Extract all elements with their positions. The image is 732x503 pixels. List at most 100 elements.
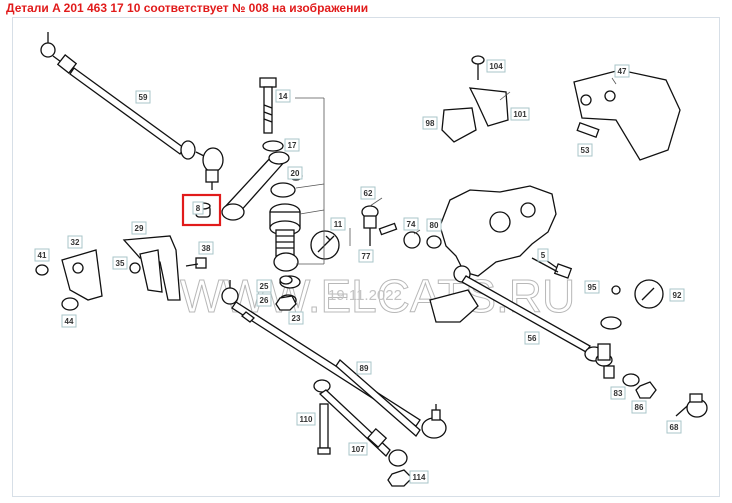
callout-number: 83 bbox=[614, 389, 623, 398]
callout-number: 101 bbox=[513, 110, 527, 119]
callout-number: 8 bbox=[196, 204, 201, 213]
callout-number: 56 bbox=[528, 334, 537, 343]
callout-number: 29 bbox=[135, 224, 144, 233]
callout-80[interactable]: 80 bbox=[426, 218, 442, 232]
callout-number: 5 bbox=[541, 251, 546, 260]
callout-box bbox=[584, 280, 600, 294]
callout-92[interactable]: 92 bbox=[669, 288, 685, 302]
callout-44[interactable]: 44 bbox=[61, 314, 77, 328]
callout-38[interactable]: 38 bbox=[198, 241, 214, 255]
callout-box bbox=[131, 221, 147, 235]
ball-joint-group-62 bbox=[361, 205, 442, 249]
steering-box bbox=[429, 185, 573, 323]
callout-number: 74 bbox=[407, 220, 416, 229]
callout-8[interactable]: 8 bbox=[192, 201, 204, 215]
callout-box bbox=[537, 248, 549, 262]
callout-number: 86 bbox=[635, 403, 644, 412]
nut-group-25 bbox=[275, 275, 297, 311]
bracket-group-upper-right bbox=[441, 55, 681, 161]
diagram-frame bbox=[12, 17, 720, 497]
callout-box bbox=[348, 442, 368, 456]
idler-arm-20 bbox=[221, 151, 303, 221]
callout-47[interactable]: 47 bbox=[614, 64, 630, 78]
callout-104[interactable]: 104 bbox=[486, 59, 506, 73]
callout-86[interactable]: 86 bbox=[631, 400, 647, 414]
callout-20[interactable]: 20 bbox=[287, 166, 303, 180]
callout-41[interactable]: 41 bbox=[34, 248, 50, 262]
callout-number: 25 bbox=[260, 282, 269, 291]
callout-23[interactable]: 23 bbox=[288, 311, 304, 325]
callout-53[interactable]: 53 bbox=[577, 143, 593, 157]
callout-number: 98 bbox=[426, 119, 435, 128]
callout-number: 77 bbox=[362, 252, 371, 261]
callout-59[interactable]: 59 bbox=[135, 90, 151, 104]
washer-17 bbox=[262, 140, 284, 152]
callout-box bbox=[422, 116, 438, 130]
page-title: Детали A 201 463 17 10 соответствует № 0… bbox=[6, 1, 369, 15]
bracket-92 bbox=[600, 279, 664, 330]
callout-74[interactable]: 74 bbox=[403, 217, 419, 231]
ball-stud-68 bbox=[675, 393, 708, 418]
callout-83[interactable]: 83 bbox=[610, 386, 626, 400]
callout-box bbox=[287, 166, 303, 180]
callout-labels: 59 14 17 20 104 101 98 47 53 8 29 32 38 35 41 44 11 62 74 8… bbox=[34, 59, 685, 484]
callout-box bbox=[284, 138, 300, 152]
callout-26[interactable]: 26 bbox=[256, 293, 272, 307]
callout-17[interactable]: 17 bbox=[284, 138, 300, 152]
callout-98[interactable]: 98 bbox=[422, 116, 438, 130]
bracket-group-left bbox=[35, 235, 207, 311]
callout-box bbox=[631, 400, 647, 414]
callout-number: 104 bbox=[489, 62, 503, 71]
callout-68[interactable]: 68 bbox=[666, 420, 682, 434]
callout-box bbox=[358, 249, 374, 263]
callout-box bbox=[669, 288, 685, 302]
callout-box bbox=[34, 248, 50, 262]
callout-number: 23 bbox=[292, 314, 301, 323]
drag-link-56 bbox=[453, 265, 657, 399]
bolt-14 bbox=[259, 77, 277, 134]
callout-62[interactable]: 62 bbox=[360, 186, 376, 200]
callout-number: 59 bbox=[139, 93, 148, 102]
callout-box bbox=[67, 235, 83, 249]
callout-box bbox=[356, 361, 372, 375]
callout-box bbox=[198, 241, 214, 255]
callout-32[interactable]: 32 bbox=[67, 235, 83, 249]
callout-95[interactable]: 95 bbox=[584, 280, 600, 294]
callout-107[interactable]: 107 bbox=[348, 442, 368, 456]
callout-56[interactable]: 56 bbox=[524, 331, 540, 345]
callout-114[interactable]: 114 bbox=[409, 470, 429, 484]
callout-number: 32 bbox=[71, 238, 80, 247]
callout-box bbox=[192, 201, 204, 215]
callout-number: 17 bbox=[288, 141, 297, 150]
callout-number: 89 bbox=[360, 364, 369, 373]
callout-25[interactable]: 25 bbox=[256, 279, 272, 293]
nut-114 bbox=[387, 469, 413, 487]
callout-35[interactable]: 35 bbox=[112, 256, 128, 270]
callout-box bbox=[330, 217, 346, 231]
callout-number: 53 bbox=[581, 146, 590, 155]
callout-number: 35 bbox=[116, 259, 125, 268]
callout-box bbox=[577, 143, 593, 157]
callout-89[interactable]: 89 bbox=[356, 361, 372, 375]
callout-101[interactable]: 101 bbox=[510, 107, 530, 121]
callout-11[interactable]: 11 bbox=[330, 217, 346, 231]
callout-number: 47 bbox=[618, 67, 627, 76]
callout-box bbox=[666, 420, 682, 434]
callout-29[interactable]: 29 bbox=[131, 221, 147, 235]
callout-box bbox=[610, 386, 626, 400]
callout-5[interactable]: 5 bbox=[537, 248, 549, 262]
callout-77[interactable]: 77 bbox=[358, 249, 374, 263]
callout-number: 26 bbox=[260, 296, 269, 305]
callout-number: 62 bbox=[364, 189, 373, 198]
wrench-icon bbox=[310, 230, 340, 260]
callout-box bbox=[256, 293, 272, 307]
highlight-box-part-8 bbox=[181, 193, 222, 227]
bolt-5 bbox=[531, 257, 559, 273]
callout-number: 11 bbox=[334, 220, 343, 229]
callout-14[interactable]: 14 bbox=[275, 89, 291, 103]
callout-box bbox=[135, 90, 151, 104]
callout-110[interactable]: 110 bbox=[296, 412, 316, 426]
callout-box bbox=[112, 256, 128, 270]
callout-number: 107 bbox=[351, 445, 365, 454]
